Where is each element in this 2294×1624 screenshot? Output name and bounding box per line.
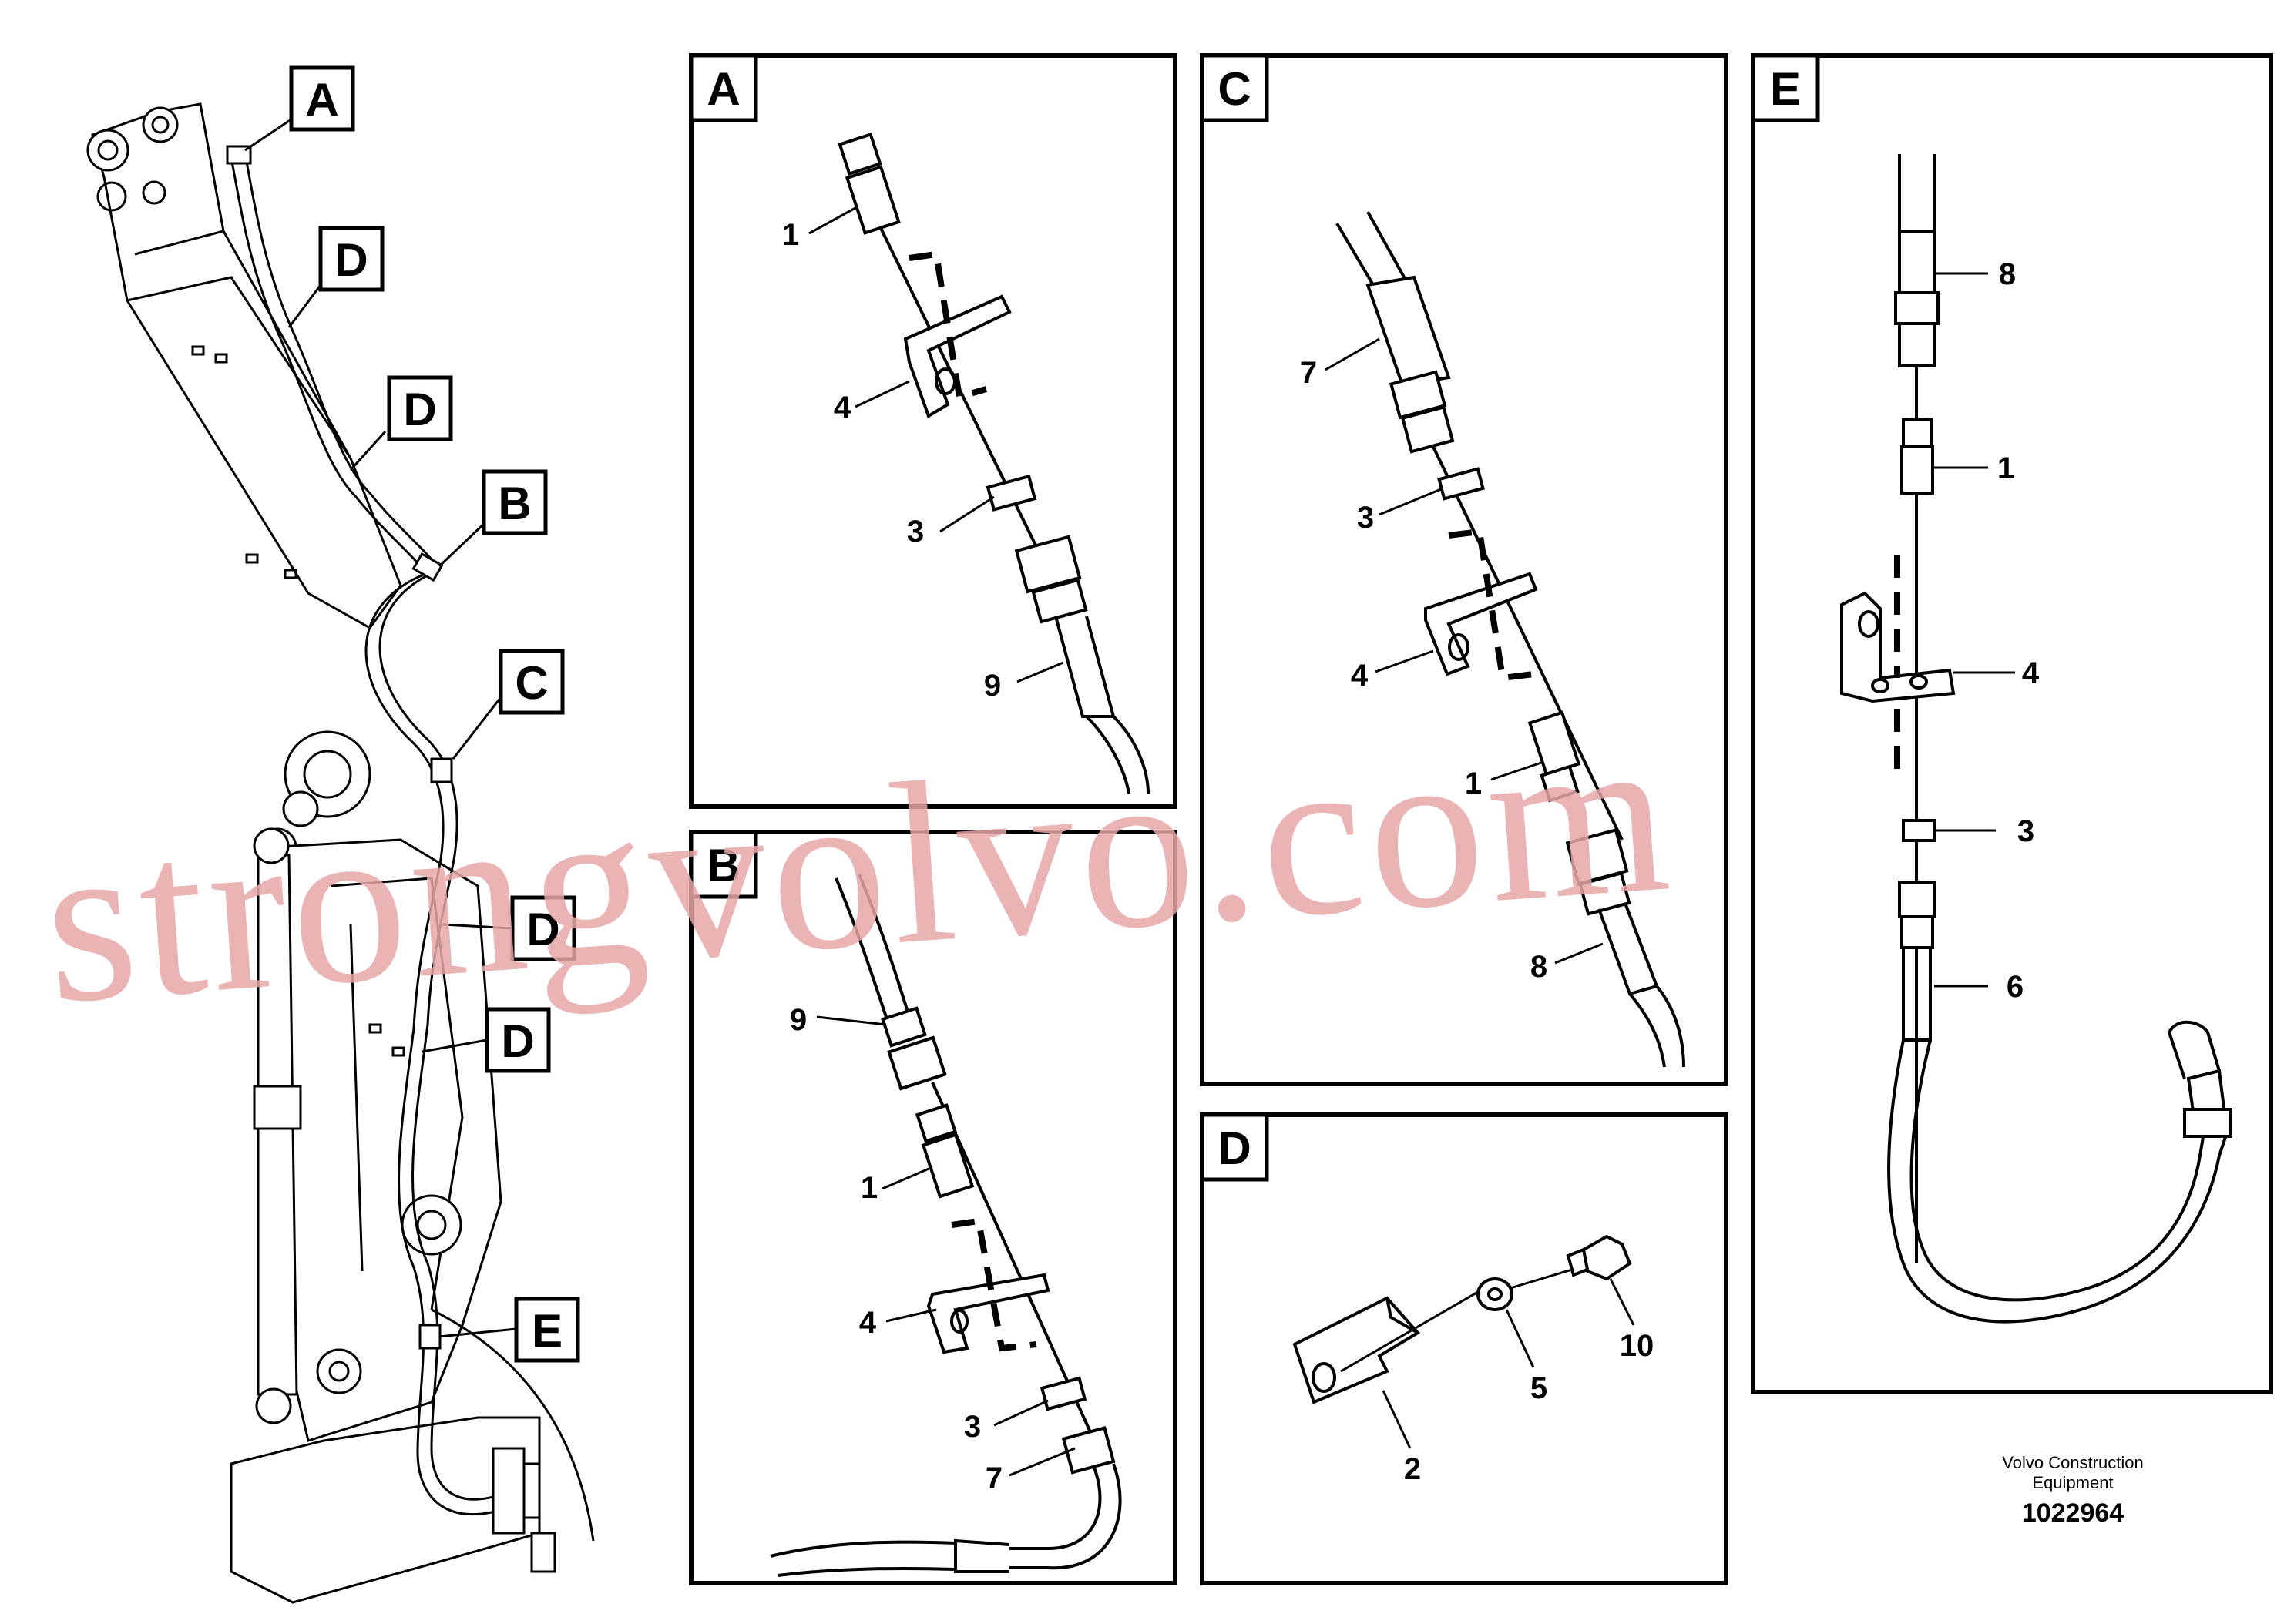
callout-E: E bbox=[438, 1297, 580, 1363]
panel-B-label-4: 4 bbox=[859, 1306, 877, 1340]
panel-B-label-1: 1 bbox=[861, 1171, 878, 1205]
panel-A-label-3: 3 bbox=[907, 515, 924, 549]
panel-D: D 10 5 2 bbox=[1200, 1112, 1728, 1585]
panel-C-label-4: 4 bbox=[1351, 659, 1369, 693]
panel-A: A 1 4 3 9 bbox=[689, 53, 1177, 809]
callout-D3-label: D bbox=[526, 904, 559, 955]
callout-C: C bbox=[452, 649, 565, 760]
panel-E-label-4: 4 bbox=[2022, 656, 2040, 690]
callout-D2: D bbox=[349, 375, 453, 471]
callout-D2-label: D bbox=[403, 384, 436, 435]
overview-callouts: A D D B C D D bbox=[244, 65, 580, 1363]
callout-A: A bbox=[244, 65, 355, 152]
panel-D-label-10: 10 bbox=[1620, 1329, 1654, 1363]
panel-C-label-3: 3 bbox=[1357, 501, 1374, 535]
callout-D1-label: D bbox=[334, 234, 368, 286]
callout-C-label: C bbox=[515, 657, 548, 709]
panel-A-label-4: 4 bbox=[834, 391, 851, 424]
panel-A-label-1: 1 bbox=[782, 218, 799, 252]
callout-B: B bbox=[438, 469, 548, 568]
panel-B: B bbox=[689, 830, 1177, 1585]
panel-B-label-7: 7 bbox=[986, 1461, 1003, 1495]
callout-B-label: B bbox=[498, 478, 531, 529]
company-name-line2: Equipment bbox=[2032, 1473, 2113, 1492]
panel-E-label-1: 1 bbox=[1997, 451, 2014, 485]
panel-D-tag: D bbox=[1218, 1122, 1251, 1174]
panel-A-label-9: 9 bbox=[984, 669, 1001, 703]
panel-B-label-3: 3 bbox=[964, 1410, 981, 1444]
panel-C-label-8: 8 bbox=[1530, 950, 1547, 984]
panel-C-tag: C bbox=[1218, 63, 1251, 115]
panel-D-label-5: 5 bbox=[1530, 1371, 1547, 1405]
part-number: 1022964 bbox=[2022, 1498, 2124, 1528]
panel-A-tag: A bbox=[707, 63, 740, 115]
callout-D3: D bbox=[442, 895, 576, 961]
panel-B-tag: B bbox=[707, 840, 740, 891]
callout-D4: D bbox=[422, 1007, 551, 1073]
panel-E: E bbox=[1751, 53, 2273, 1394]
panel-E-tag: E bbox=[1770, 63, 1801, 115]
panel-D-label-2: 2 bbox=[1404, 1452, 1421, 1486]
panel-B-label-9: 9 bbox=[790, 1003, 807, 1037]
callout-D1: D bbox=[287, 226, 385, 328]
boom-overview bbox=[86, 102, 595, 1604]
panel-C: C bbox=[1200, 53, 1728, 1086]
footer: Volvo Construction Equipment 1022964 bbox=[2002, 1453, 2143, 1528]
panel-E-label-6: 6 bbox=[2007, 970, 2024, 1004]
panel-E-label-8: 8 bbox=[1999, 257, 2016, 291]
callout-E-label: E bbox=[532, 1305, 563, 1357]
callout-D4-label: D bbox=[501, 1015, 534, 1067]
panel-C-label-1: 1 bbox=[1465, 767, 1482, 800]
panel-E-label-3: 3 bbox=[2017, 814, 2034, 848]
panel-C-label-7: 7 bbox=[1300, 356, 1317, 390]
hose-routing bbox=[226, 145, 556, 1573]
company-name-line1: Volvo Construction bbox=[2002, 1453, 2143, 1472]
callout-A-label: A bbox=[305, 74, 338, 126]
